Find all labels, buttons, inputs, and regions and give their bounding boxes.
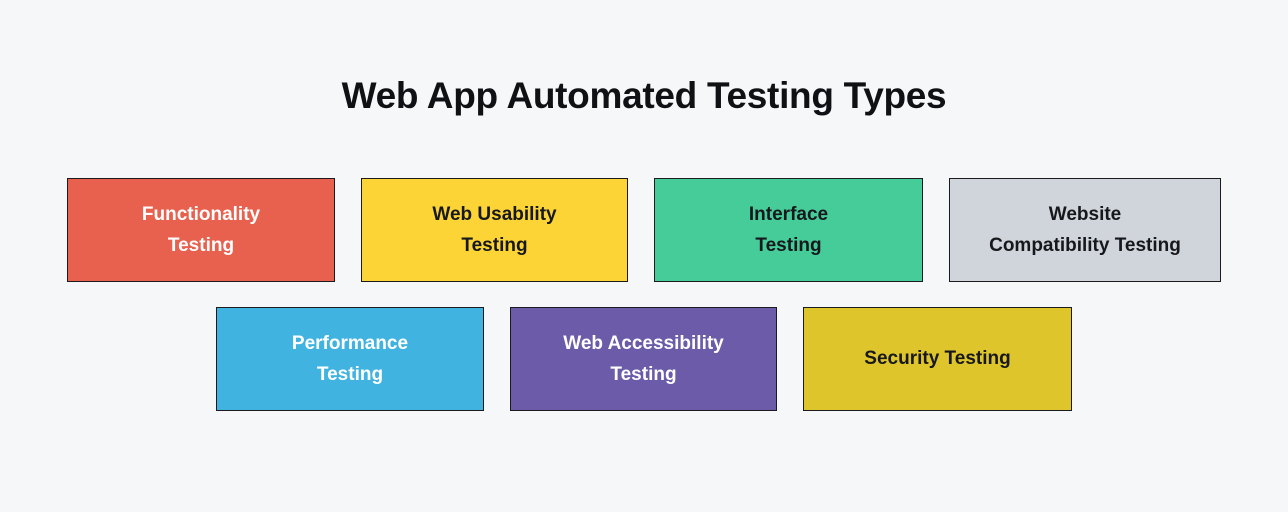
card-performance-testing[interactable]: Performance Testing: [216, 307, 484, 411]
card-web-usability-testing[interactable]: Web Usability Testing: [361, 178, 628, 282]
card-web-accessibility-testing[interactable]: Web Accessibility Testing: [510, 307, 777, 411]
card-interface-testing[interactable]: Interface Testing: [654, 178, 923, 282]
card-functionality-testing[interactable]: Functionality Testing: [67, 178, 335, 282]
card-website-compatibility-testing[interactable]: Website Compatibility Testing: [949, 178, 1221, 282]
card-grid: Functionality Testing Web Usability Test…: [0, 178, 1288, 411]
card-row-2: Performance Testing Web Accessibility Te…: [0, 307, 1288, 411]
card-security-testing[interactable]: Security Testing: [803, 307, 1072, 411]
page-title: Web App Automated Testing Types: [341, 75, 947, 116]
card-row-1: Functionality Testing Web Usability Test…: [0, 178, 1288, 282]
